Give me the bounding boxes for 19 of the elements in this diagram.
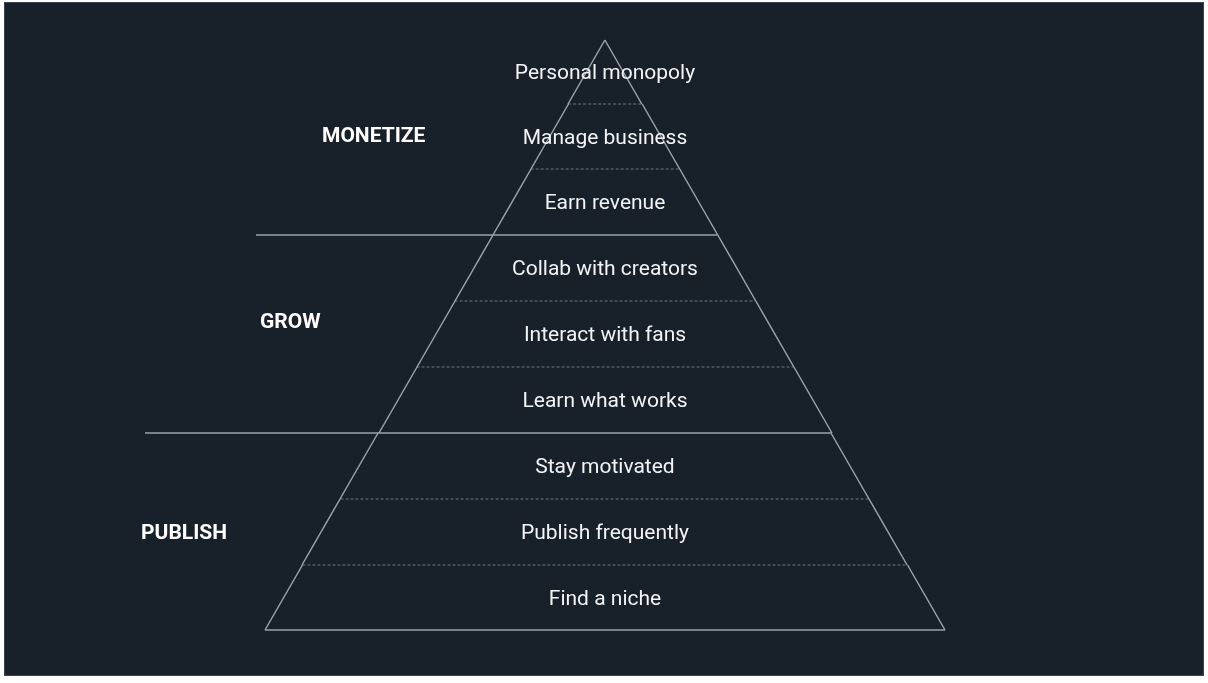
tier-label: Interact with fans [523, 322, 687, 346]
pyramid-tier [340, 433, 870, 499]
pyramid-tier [454, 235, 756, 301]
pyramid-tier [378, 367, 832, 433]
tier-label: Publish frequently [521, 520, 689, 544]
section-label: GROW [260, 309, 321, 333]
pyramid-tier [492, 169, 718, 235]
tier-label: Find a niche [548, 585, 662, 610]
tier-label: Personal monopoly [514, 60, 696, 84]
tier-label: Stay motivated [535, 454, 675, 478]
pyramid-tier [416, 301, 794, 367]
pyramid-tier [302, 499, 908, 565]
section-label: MONETIZE [322, 123, 426, 147]
tier-label: Manage business [522, 124, 688, 149]
tier-label: Collab with creators [512, 256, 698, 280]
section-label: PUBLISH [141, 520, 228, 544]
tier-label: Earn revenue [544, 190, 666, 214]
pyramid-tier [265, 565, 945, 630]
tier-label: Learn what works [522, 388, 688, 412]
